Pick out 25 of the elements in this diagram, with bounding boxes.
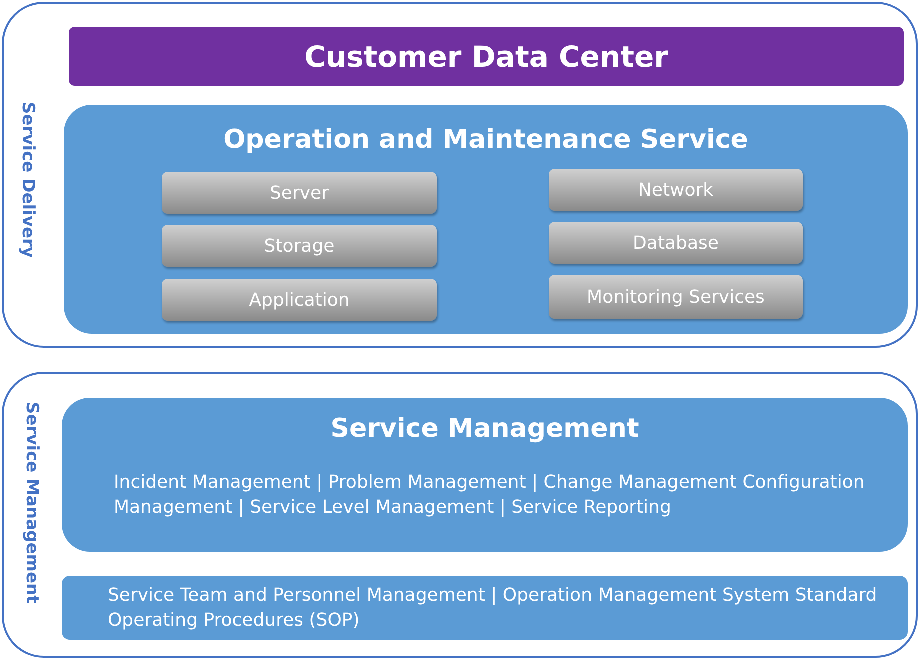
service-item [549,275,803,319]
item-label: Database [633,232,719,254]
item-label: Application [249,290,350,310]
section-text: Incident Management | Problem Management | Change Management Configuration Management | Service Level Management | Service Reporting [114,471,866,520]
item-label: Storage [264,236,335,256]
item-label: Server [270,182,330,204]
section-heading: Service Management [330,414,640,444]
side-label: Service Delivery [18,102,38,258]
header-bar [69,27,904,86]
item-label: Monitoring Services [587,286,765,308]
delivery-panel [2,2,918,348]
management-box [62,398,908,552]
service-item [162,225,437,267]
management-panel [2,372,918,658]
practice-bar [62,576,908,640]
section-heading: Operation and Maintenance Service [222,125,750,155]
service-item [549,169,803,211]
item-label: Network [638,180,714,200]
service-item [162,172,437,214]
practice-text: Service Team and Personnel Management | Operation Management System Standard Operating Procedures (SOP) [108,584,878,633]
title: Customer Data Center [304,40,668,74]
side-label: Service Management [22,402,42,604]
service-item [549,222,803,264]
service-item [162,279,437,321]
service-panel [64,105,908,334]
